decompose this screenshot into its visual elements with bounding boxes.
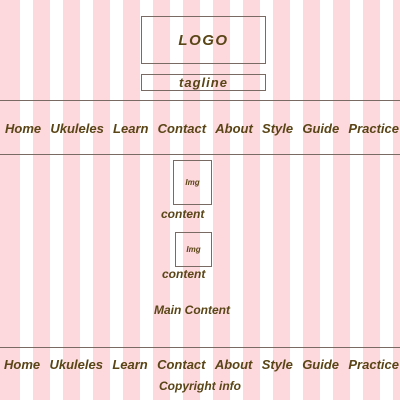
header-nav-row: Home Ukuleles Learn Contact About Style … (0, 121, 400, 136)
footer-nav-item-ukuleles[interactable]: Ukuleles (49, 357, 103, 372)
header-nav: Home Ukuleles Learn Contact About Style … (0, 100, 400, 155)
copyright-text: Copyright info (159, 379, 241, 393)
footer-nav-item-practice[interactable]: Practice (348, 357, 399, 372)
footer-nav-item-guide[interactable]: Guide (302, 357, 340, 372)
nav-item-ukuleles[interactable]: Ukuleles (50, 121, 104, 136)
footer-nav-item-home[interactable]: Home (4, 357, 41, 372)
footer-nav-item-style[interactable]: Style (261, 357, 293, 372)
image-placeholder-label: Img (185, 178, 200, 187)
nav-item-learn[interactable]: Learn (113, 121, 149, 136)
nav-item-contact[interactable]: Contact (157, 121, 207, 136)
main-content: Main Content (154, 303, 230, 317)
nav-item-home[interactable]: Home (5, 121, 42, 136)
logo-text: LOGO (178, 31, 229, 49)
content-label-1: content (161, 207, 205, 221)
image-placeholder-2: Img (175, 232, 212, 267)
tagline-text: tagline (179, 75, 228, 90)
logo[interactable]: LOGO (141, 16, 266, 64)
footer: Home Ukuleles Learn Contact About Style … (0, 347, 400, 400)
footer-nav-item-about[interactable]: About (214, 357, 253, 372)
content-label-2: content (162, 267, 206, 281)
image-placeholder-label: Img (186, 245, 201, 254)
image-placeholder-1: Img (173, 160, 212, 205)
footer-nav-row: Home Ukuleles Learn Contact About Style … (0, 357, 400, 372)
nav-item-practice[interactable]: Practice (348, 121, 399, 136)
nav-item-guide[interactable]: Guide (302, 121, 340, 136)
footer-nav-item-learn[interactable]: Learn (112, 357, 148, 372)
tagline: tagline (141, 74, 266, 91)
nav-item-style[interactable]: Style (262, 121, 294, 136)
nav-item-about[interactable]: About (215, 121, 253, 136)
footer-nav-item-contact[interactable]: Contact (157, 357, 206, 372)
